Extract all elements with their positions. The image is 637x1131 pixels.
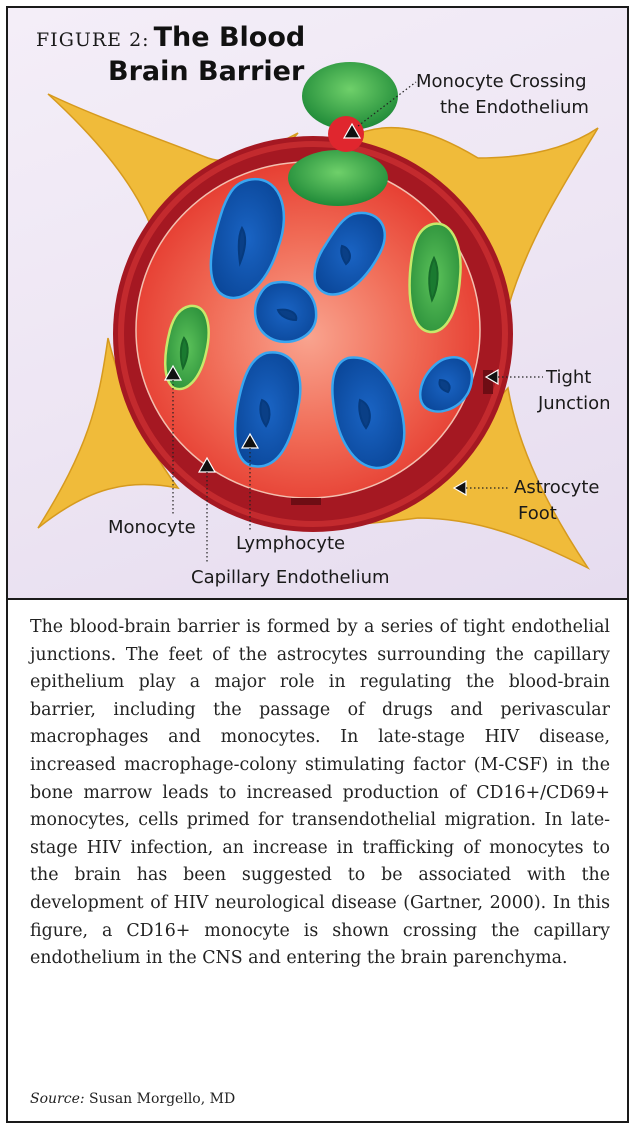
label-lymphocyte: Lymphocyte	[236, 532, 345, 556]
label-tight-junction-1: Tight	[546, 366, 591, 390]
label-monocyte-crossing-2: the Endothelium	[440, 96, 589, 120]
label-astrocyte-foot-1: Astrocyte	[514, 476, 599, 500]
figure-panel: FIGURE 2: The Blood Brain Barrier Monocy…	[8, 8, 627, 600]
figure-caption: The blood-brain barrier is formed by a s…	[30, 614, 610, 973]
figure-title-line1: FIGURE 2: The Blood	[36, 22, 305, 53]
figure-title: The Blood	[154, 22, 306, 53]
label-astrocyte-foot-2: Foot	[518, 502, 557, 526]
figure-source: Source: Susan Morgello, MD	[30, 1091, 235, 1107]
figure-title-line2: Brain Barrier	[108, 56, 304, 87]
label-capillary-endothelium: Capillary Endothelium	[191, 566, 390, 590]
tight-junction-bottom	[291, 498, 321, 505]
source-text: Susan Morgello, MD	[89, 1091, 235, 1107]
figure-frame: FIGURE 2: The Blood Brain Barrier Monocy…	[6, 6, 629, 1123]
crossing-monocyte-bottom	[288, 150, 388, 206]
source-label: Source:	[30, 1091, 85, 1107]
label-monocyte: Monocyte	[108, 516, 196, 540]
figure-label: FIGURE 2:	[36, 29, 150, 51]
label-tight-junction-2: Junction	[538, 392, 611, 416]
label-monocyte-crossing-1: Monocyte Crossing	[416, 70, 587, 94]
